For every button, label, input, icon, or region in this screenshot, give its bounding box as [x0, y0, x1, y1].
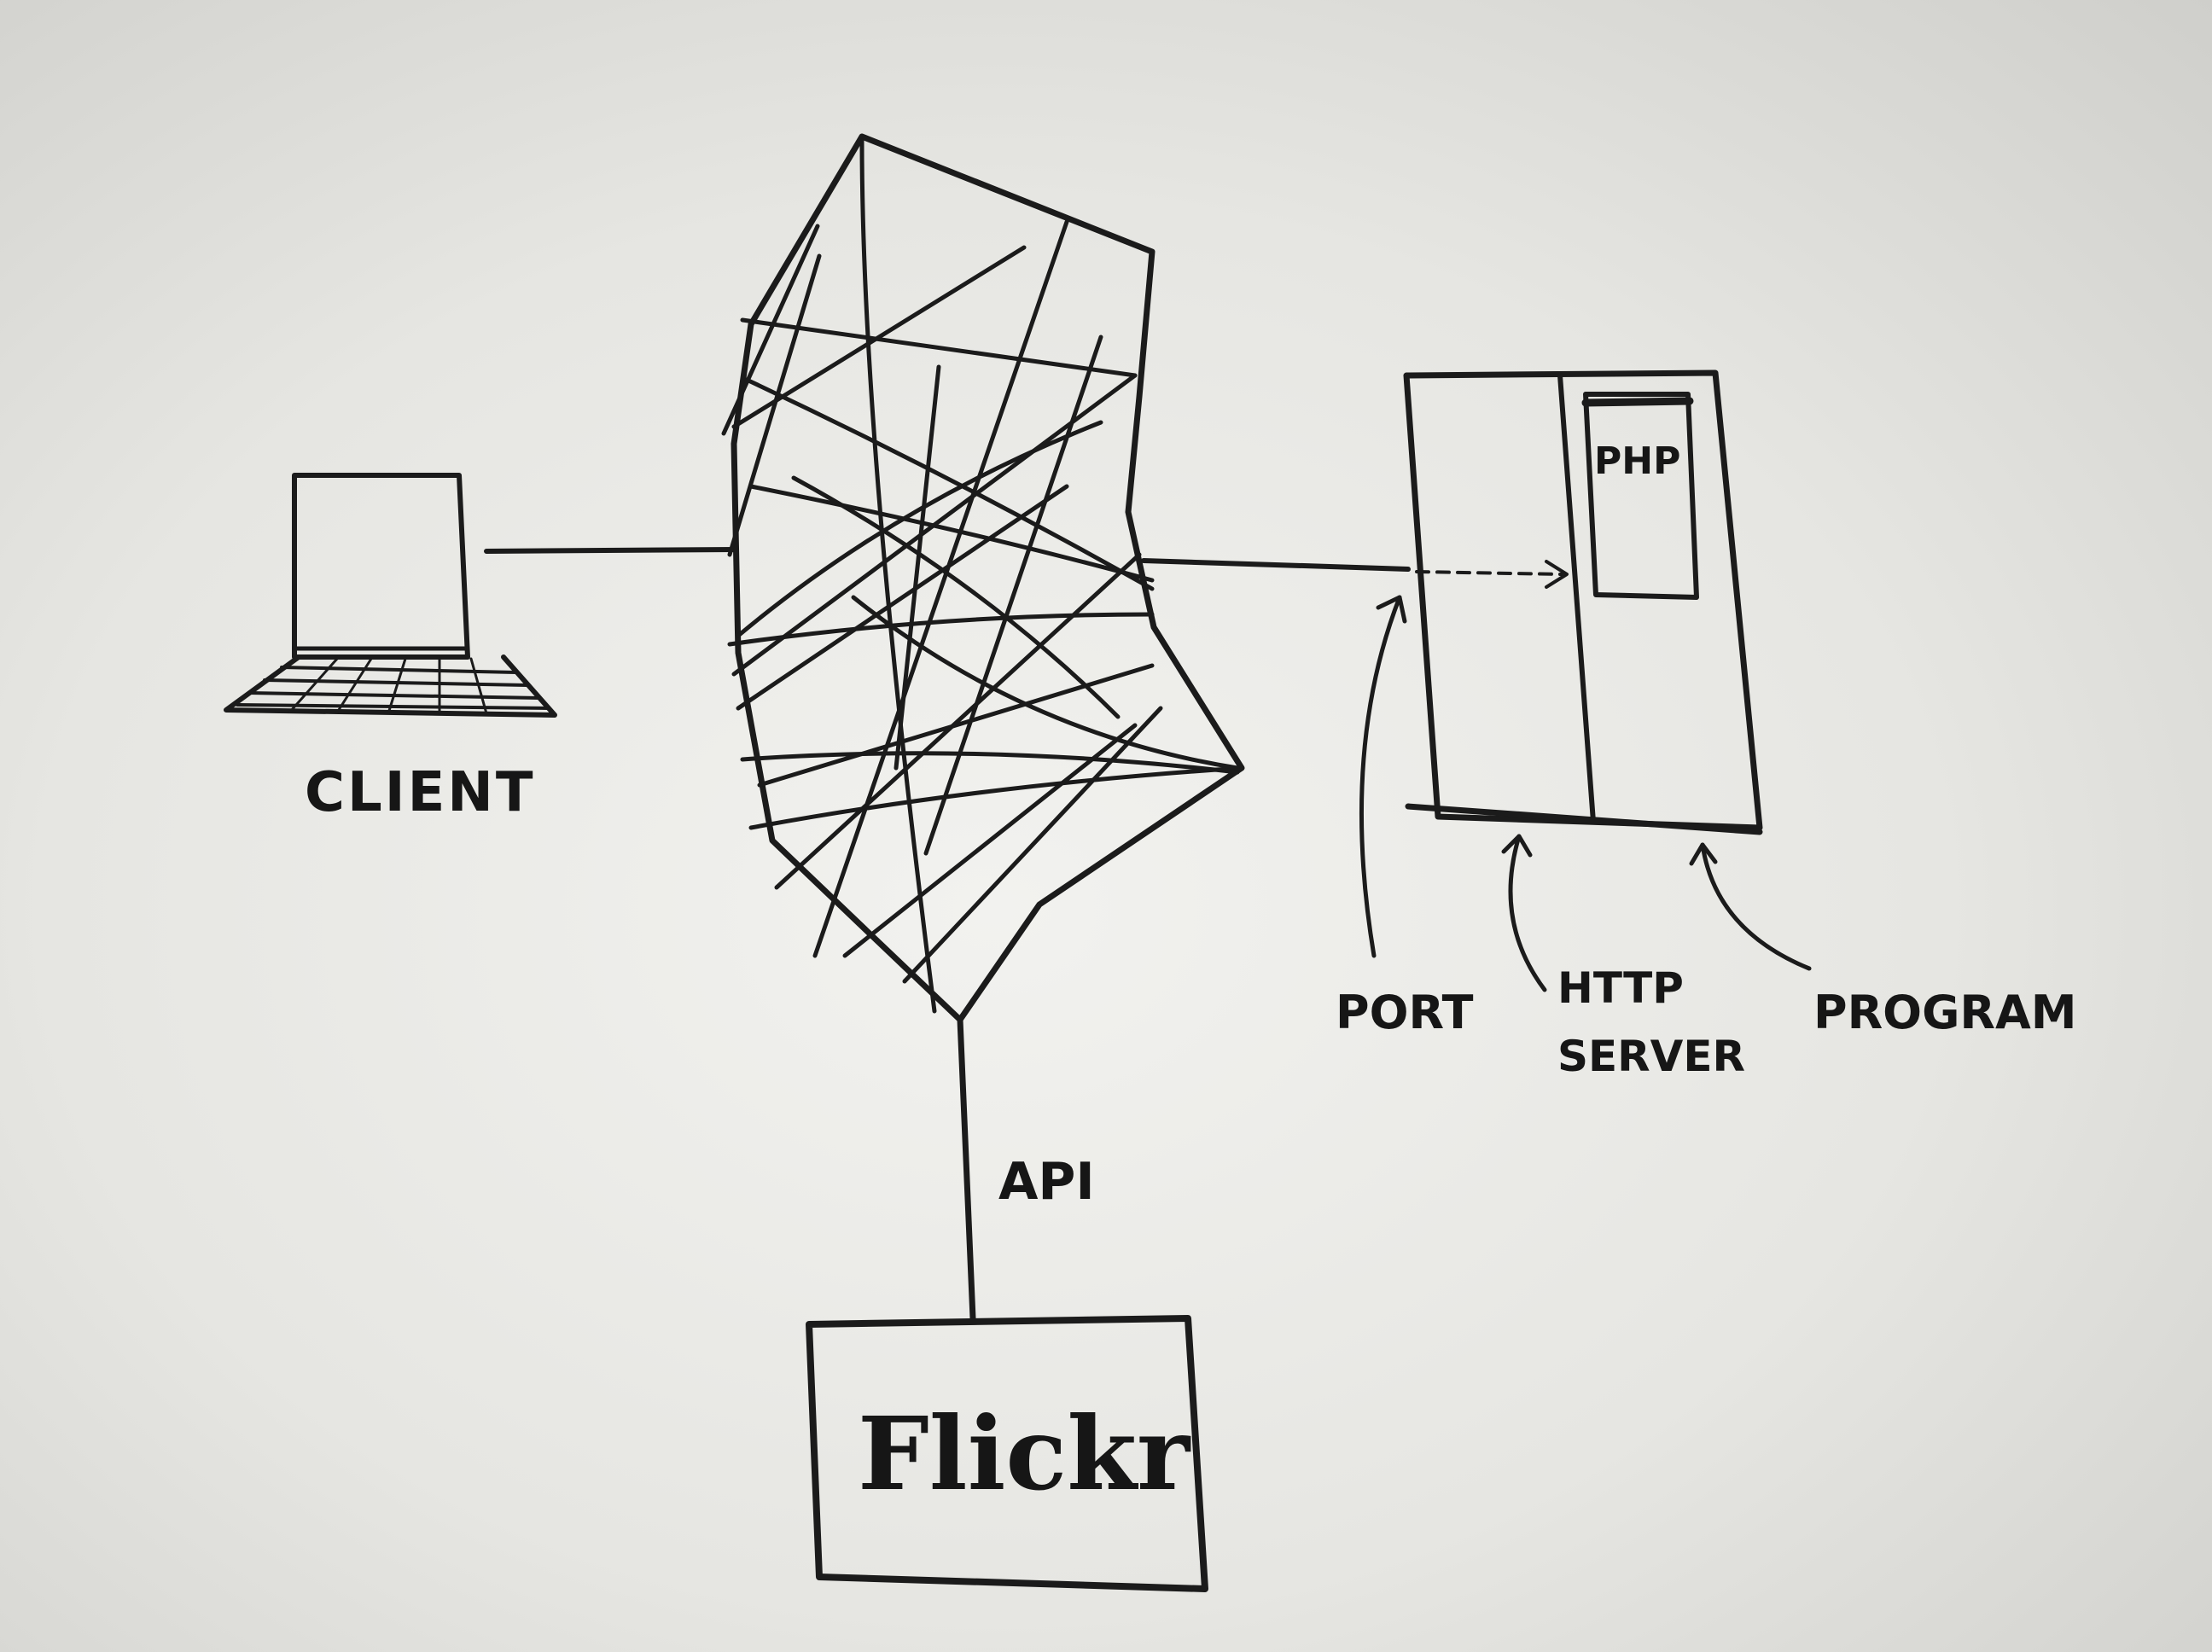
- request-arrow: [1415, 570, 1563, 576]
- program-pointer-icon: [1689, 842, 1812, 971]
- client-link-line: [484, 547, 738, 554]
- http-label: HTTP: [1557, 963, 1684, 1013]
- program-label: PROGRAM: [1813, 986, 2077, 1039]
- port-pointer-icon: [1359, 595, 1407, 958]
- php-label: PHP: [1594, 439, 1680, 483]
- server-box: [1403, 369, 1763, 835]
- port-label: PORT: [1336, 986, 1474, 1039]
- client-label: CLIENT: [305, 761, 536, 824]
- api-link-line: [957, 1016, 976, 1322]
- internet-mesh: [721, 133, 1245, 1023]
- flickr-label: Flickr: [858, 1394, 1191, 1513]
- flickr-box: [806, 1315, 1208, 1592]
- server-label: SERVER: [1557, 1032, 1745, 1081]
- api-label: API: [998, 1152, 1095, 1212]
- http-server-pointer-icon: [1501, 834, 1547, 992]
- server-link-line: [1141, 558, 1411, 572]
- request-arrowhead-icon: [1545, 560, 1569, 589]
- client-laptop-icon: [224, 473, 557, 718]
